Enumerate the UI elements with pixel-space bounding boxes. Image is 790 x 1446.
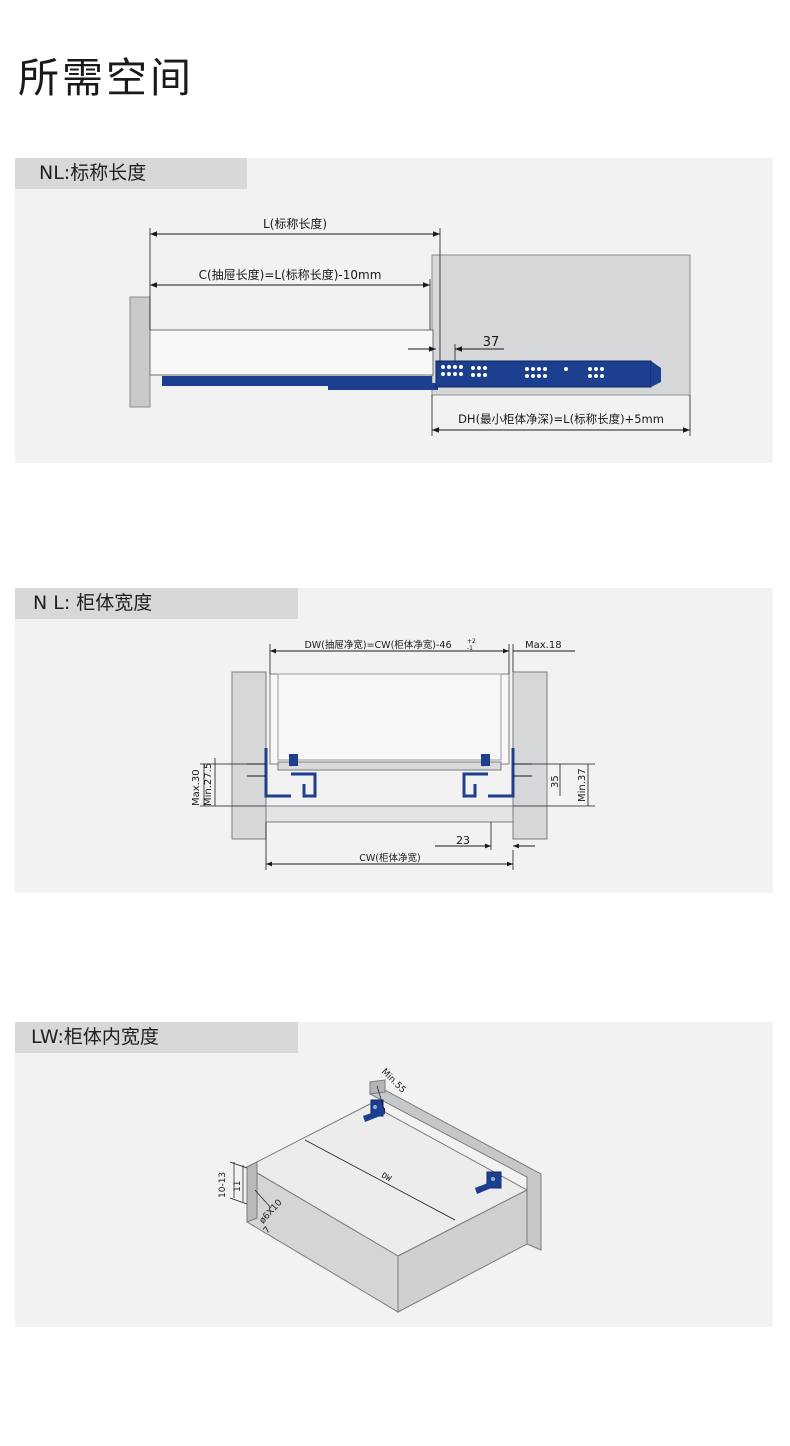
- label-dw: DW: [380, 1171, 393, 1184]
- label-35: 35: [550, 775, 561, 788]
- drawer-box: [149, 329, 434, 376]
- cabinet-shelf: [265, 805, 514, 823]
- label-max30: Max.30: [191, 769, 202, 806]
- label-DH: DH(最小柜体净深)=L(标称长度)+5mm: [458, 412, 664, 426]
- rail-bracket-front: [475, 1171, 502, 1194]
- drawer-front-face: [397, 1189, 528, 1313]
- rail-inner: [435, 360, 652, 388]
- label-DW-tol-lower: -1: [467, 645, 473, 652]
- drawer-front-panel: [129, 296, 151, 408]
- label-7: 7: [262, 1225, 273, 1236]
- label-10-13: 10-13: [218, 1172, 228, 1198]
- rail-bracket-back: [363, 1099, 385, 1122]
- cabinet-left-wall: [231, 671, 267, 840]
- drawer-outline: [269, 673, 510, 765]
- label-C: C(抽屉长度)=L(标称长度)-10mm: [199, 267, 382, 282]
- panel-nominal-length: NL:标称长度 L(标称长度): [15, 158, 773, 463]
- rail-lower: [328, 383, 438, 390]
- label-max18: Max.18: [525, 640, 562, 651]
- rail-tip: [651, 361, 661, 387]
- section-header-cabinet-width: N L: 柜体宽度: [15, 588, 298, 619]
- label-CW: CW(柜体净宽): [359, 852, 420, 864]
- panel-inner-width: LW:柜体内宽度 DW Min.55: [15, 1022, 773, 1327]
- label-23: 23: [456, 834, 470, 847]
- section-header-nominal-length: NL:标称长度: [15, 158, 247, 189]
- label-37: 37: [483, 335, 500, 350]
- label-min27-5: Min.27.5: [203, 763, 214, 806]
- label-DW-tol-upper: +2: [467, 638, 476, 645]
- panel-cabinet-width: N L: 柜体宽度: [15, 588, 773, 893]
- label-min37: Min.37: [577, 768, 588, 802]
- diagram-inner-width: DW Min.55 10-13 11 ø6X10 7: [218, 1067, 542, 1313]
- label-L: L(标称长度): [263, 216, 327, 231]
- cabinet-right-wall: [512, 671, 548, 840]
- rail-main: [162, 376, 432, 386]
- rail-holes: [441, 365, 604, 378]
- drawer-bottom: [277, 761, 502, 771]
- diagram-nominal-length: L(标称长度) C(抽屉长度)=L(标称长度)-10mm 37 DH(最小柜体净…: [129, 216, 691, 436]
- section-header-inner-width: LW:柜体内宽度: [15, 1022, 298, 1053]
- diagram-cabinet-width: DW(抽屉净宽)=CW(柜体净宽)-46 +2 -1 Max.18 Max.30…: [191, 638, 595, 870]
- page-title: 所需空间: [18, 54, 194, 102]
- label-DW: DW(抽屉净宽)=CW(柜体净宽)-46: [304, 639, 451, 651]
- label-11: 11: [233, 1181, 243, 1192]
